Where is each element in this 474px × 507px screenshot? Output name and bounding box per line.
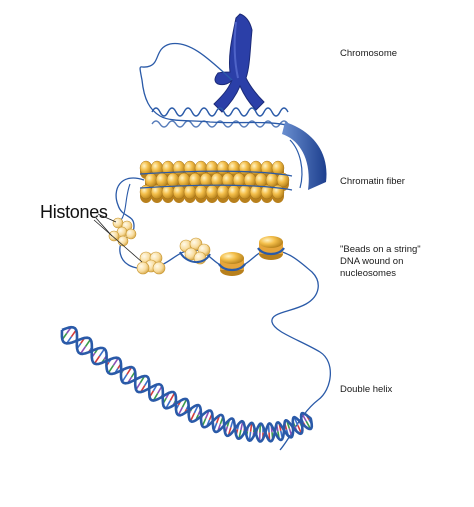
fiber-disc (228, 185, 240, 199)
histones-label: Histones (40, 202, 108, 223)
histone-octamer (137, 252, 165, 274)
double-helix-label: Double helix (340, 384, 392, 395)
fiber-disc (239, 185, 251, 199)
nucleosome-1 (180, 238, 210, 264)
supercoil-segment (152, 108, 288, 127)
fiber-disc (184, 185, 196, 199)
helix-backbone-1 (62, 330, 312, 441)
double-helix (62, 327, 312, 441)
helix-backbone-2 (62, 327, 311, 441)
fiber-disc (173, 185, 185, 199)
beads-label-line-2: DNA wound on (340, 256, 403, 267)
chromosome-shape (214, 14, 264, 112)
fiber-disc (206, 185, 218, 199)
nucleosome-3 (258, 236, 284, 260)
histone-cluster (109, 218, 136, 246)
fiber-disc (195, 185, 207, 199)
nucleosome-2 (219, 252, 245, 276)
beads-label-line-1: "Beads on a string" (340, 244, 421, 255)
beads-dna-strand (116, 178, 330, 450)
chromosome-label: Chromosome (340, 48, 397, 59)
fiber-disc (217, 185, 229, 199)
chromatin-fiber-label: Chromatin fiber (340, 176, 405, 187)
beads-label-line-3: nucleosomes (340, 268, 396, 279)
fiber-disc (250, 185, 262, 199)
chromatin-fiber (140, 161, 292, 203)
